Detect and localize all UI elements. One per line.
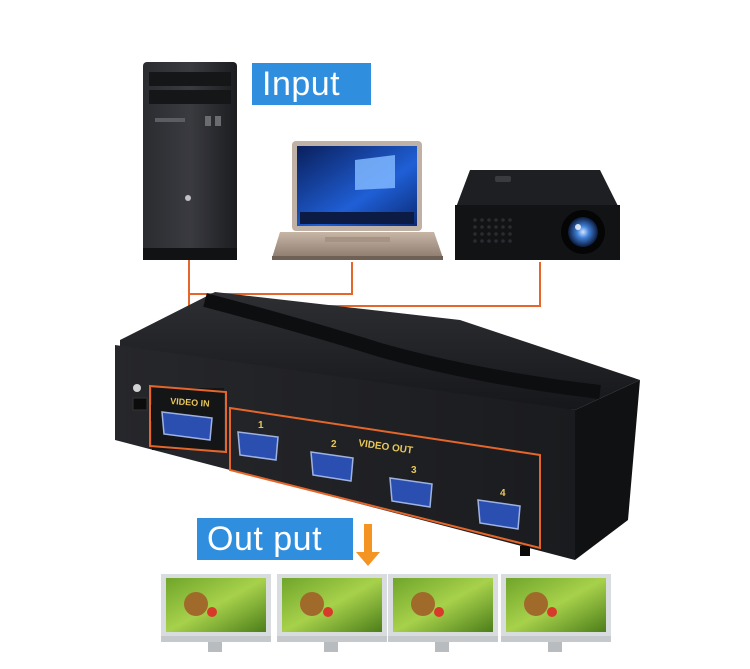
vga-splitter-device: VIDEO IN VIDEO OUT 1 2 3 4 (115, 292, 640, 560)
port-number-3: 3 (411, 465, 417, 476)
monitor-icon (277, 574, 387, 652)
video-in-label: VIDEO IN (170, 396, 210, 409)
projector-icon (455, 170, 620, 260)
monitor-icon (388, 574, 498, 652)
monitor-icon (501, 574, 611, 652)
monitor-icon (161, 574, 271, 652)
input-label: Input (252, 63, 371, 105)
port-number-1: 1 (258, 420, 264, 431)
arrow-down-icon (356, 524, 380, 566)
desktop-tower-icon (143, 62, 237, 260)
output-label: Out put (197, 518, 353, 560)
port-number-4: 4 (500, 488, 506, 499)
port-highlight-boxes (149, 384, 541, 550)
laptop-icon (272, 141, 443, 260)
port-number-2: 2 (331, 439, 337, 450)
